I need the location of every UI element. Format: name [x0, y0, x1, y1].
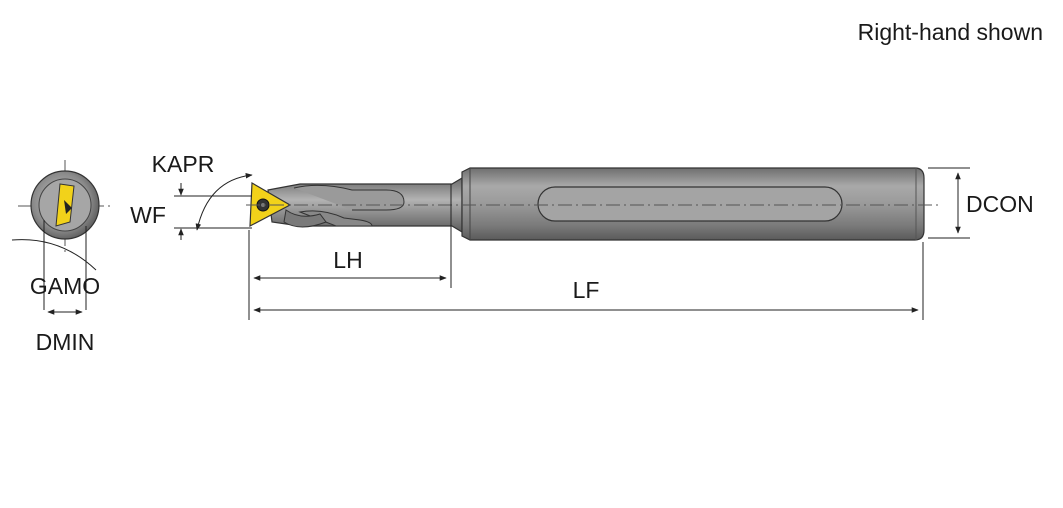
kapr-label: KAPR: [152, 151, 215, 177]
orientation-note: Right-hand shown: [858, 19, 1043, 45]
side-view: KAPR WF LH LF DCON: [130, 151, 1034, 320]
shank-flat: [537, 186, 843, 222]
lh-label: LH: [333, 247, 362, 273]
gamo-label: GAMO: [30, 273, 100, 299]
dcon-label: DCON: [966, 191, 1034, 217]
dmin-label: DMIN: [36, 329, 95, 355]
lf-label: LF: [573, 277, 600, 303]
end-view: GAMO DMIN: [11, 160, 110, 355]
wf-label: WF: [130, 202, 166, 228]
